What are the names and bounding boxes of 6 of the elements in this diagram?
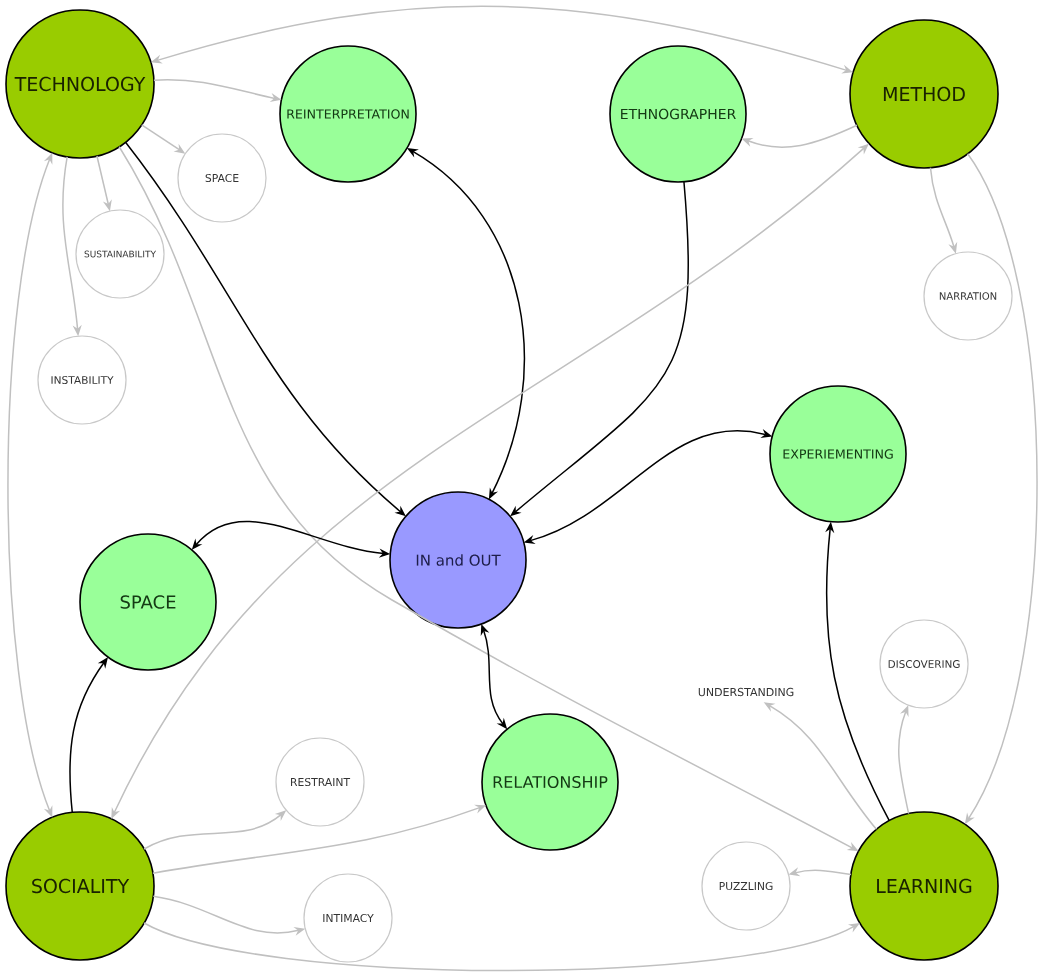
circle-node: METHOD	[849, 19, 999, 169]
circle-node: SOCIALITY	[5, 811, 155, 961]
circle-node: RELATIONSHIP	[481, 713, 619, 851]
circle-node: SPACE	[79, 533, 217, 671]
circle-node: LEARNING	[849, 811, 999, 961]
circle-node: TECHNOLOGY	[5, 9, 155, 159]
